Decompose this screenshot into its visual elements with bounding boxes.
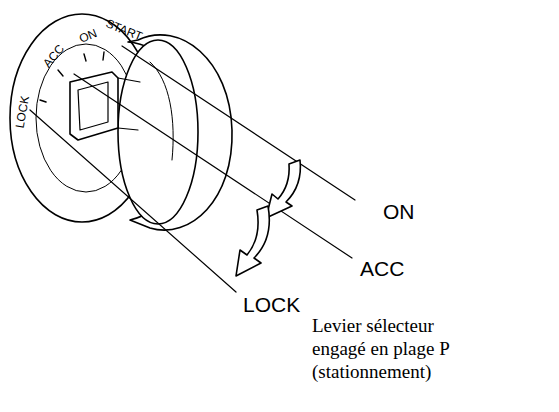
position-label: ON [383,201,415,222]
leader-line [74,74,352,258]
turn-arrow [266,160,300,218]
knob-contour [150,62,173,160]
key-knob-front [118,40,198,224]
key-shank [70,72,118,140]
turn-arrow [236,206,269,276]
leader-line [30,110,236,292]
position-label: LOCK [243,294,300,315]
key-slot [78,82,108,130]
position-label: ACC [360,258,404,279]
leader-line [122,46,355,200]
note-text: Levier sélecteur engagé en plage P (stat… [312,314,480,383]
